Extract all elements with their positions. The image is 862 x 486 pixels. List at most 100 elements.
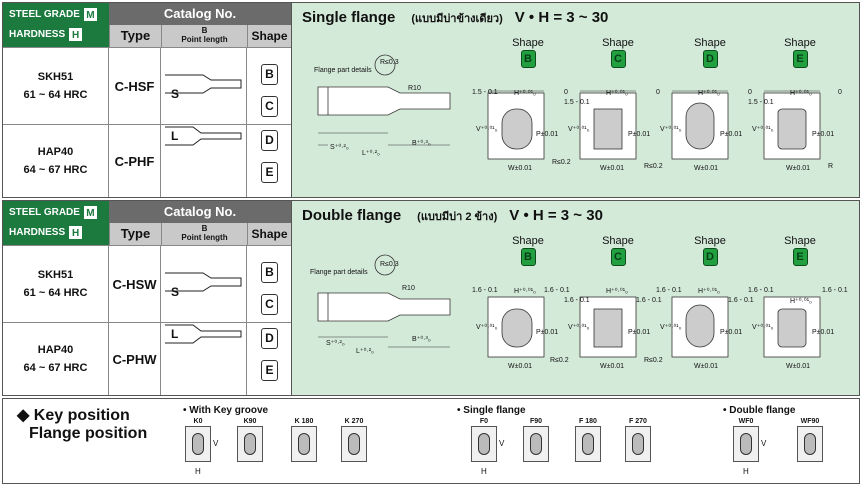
shape-word: Shape — [602, 235, 634, 247]
w-tol-b: W±0.01 — [508, 363, 533, 370]
b-letter: B — [201, 224, 208, 233]
r-le-02-c: R≤0.2 — [644, 163, 663, 170]
section-title: Double flange(แบบมีบ่า 2 ข้าง)V • H = 3 … — [302, 207, 603, 225]
flange-tol-c: 1.6 - 0.1 — [564, 297, 590, 304]
slot-shape — [530, 433, 542, 455]
s-label: S — [171, 285, 180, 299]
shape-word: Shape — [784, 37, 816, 49]
p-tol-d: P±0.01 — [720, 131, 743, 138]
point-drawing — [165, 74, 242, 146]
cross-sections — [487, 90, 821, 160]
key-box-k90 — [237, 426, 263, 462]
hardness-box: H — [69, 226, 83, 239]
double-box-wf0 — [733, 426, 759, 462]
r-label-e: R — [828, 163, 834, 170]
h-label-single: H — [481, 467, 487, 476]
h-label-key: H — [195, 467, 201, 476]
double-label-wf0: WF0 — [738, 418, 754, 425]
hardness-label: HARDNESS — [9, 227, 66, 238]
v-label-key: V — [213, 439, 219, 448]
h-tol-b: H⁺⁰·⁰¹₀ — [514, 90, 536, 97]
p-tol-b: P±0.01 — [536, 131, 559, 138]
flange-tol-b: 1.6 - 0.1 — [472, 287, 498, 294]
key-label-k0: K0 — [193, 418, 203, 425]
r-le-03-label: R≤0.3 — [380, 59, 399, 66]
zero-e: 0 — [838, 89, 842, 96]
material-hardness: 61 ~ 64 HRC — [23, 89, 88, 101]
type-code: C-PHF — [109, 125, 161, 197]
l-tol-label: L⁺⁰·²₀ — [356, 348, 374, 355]
single-flange-group-label: • Single flange — [457, 405, 526, 416]
single-box-f90 — [523, 426, 549, 462]
r-le-02-c: R≤0.2 — [644, 357, 663, 364]
slot-shape — [348, 433, 360, 455]
type-code: C-PHW — [109, 323, 161, 395]
flange-tol-e: 1.6 - 0.1 — [748, 287, 774, 294]
w-tol-c: W±0.01 — [600, 165, 625, 172]
h-tol-e: H⁺⁰·⁰¹₀ — [790, 90, 812, 97]
v-tol-b: V⁺⁰·⁰¹₀ — [476, 126, 498, 133]
h-tol-c: H⁺⁰·⁰¹₀ — [606, 90, 628, 97]
flange-tol-e2: 1.6 - 0.1 — [822, 287, 848, 294]
key-label-k180: K 180 — [294, 418, 314, 425]
flange-part-details-label: Flange part details — [314, 67, 372, 74]
flange-tol-b: 1.5 - 0.1 — [472, 89, 498, 96]
w-tol-e: W±0.01 — [786, 363, 811, 370]
w-tol-d: W±0.01 — [694, 363, 719, 370]
flange-position-title: Flange position — [29, 425, 148, 442]
key-box-k0 — [185, 426, 211, 462]
r10-label: R10 — [402, 285, 415, 292]
b-tol-label: B⁺⁰·³₀ — [412, 140, 431, 147]
double-label-wf90: WF90 — [800, 418, 820, 425]
catalog-title: Catalog No. — [109, 3, 291, 25]
material-name: HAP40 — [37, 344, 74, 356]
w-tol-d: W±0.01 — [694, 165, 719, 172]
shape-e-box: E — [261, 360, 278, 381]
flange-part-details-label: Flange part details — [310, 269, 368, 276]
shape-d-icon: D — [702, 50, 718, 68]
shape-header: Shape — [247, 223, 291, 245]
shape-e-box: E — [261, 162, 278, 183]
shape-word: Shape — [512, 235, 544, 247]
point-drawing — [165, 272, 242, 344]
slot-shape — [192, 433, 204, 455]
w-tol-c: W±0.01 — [600, 363, 625, 370]
type-code: C-HSF — [109, 48, 161, 124]
w-tol-e: W±0.01 — [786, 165, 811, 172]
b-letter: B — [201, 26, 208, 35]
shape-b-box: B — [261, 262, 278, 283]
point-length-label: Point length — [181, 35, 228, 44]
thai-subtitle: (แบบมีบ่าข้างเดียว) — [411, 13, 503, 25]
flange-tol-c2: 1.6 - 0.1 — [636, 297, 662, 304]
slot-shape — [478, 433, 490, 455]
double-box-wf90 — [797, 426, 823, 462]
zero-c: 0 — [656, 89, 660, 96]
shape-column: B C D E — [247, 47, 291, 197]
single-label-f90: F90 — [529, 418, 543, 425]
flange-tol-d2: 1.6 - 0.1 — [728, 297, 754, 304]
cross-sections — [487, 296, 821, 358]
shape-c-icon: C — [610, 248, 626, 266]
slot-shape — [244, 433, 256, 455]
v-tol-e: V⁺⁰·⁰¹₀ — [752, 324, 774, 331]
key-box-k180 — [291, 426, 317, 462]
p-tol-b: P±0.01 — [536, 329, 559, 336]
r10-label: R10 — [408, 85, 421, 92]
shape-d-box: D — [261, 328, 278, 349]
double-flange-group-label: • Double flange — [723, 405, 796, 416]
